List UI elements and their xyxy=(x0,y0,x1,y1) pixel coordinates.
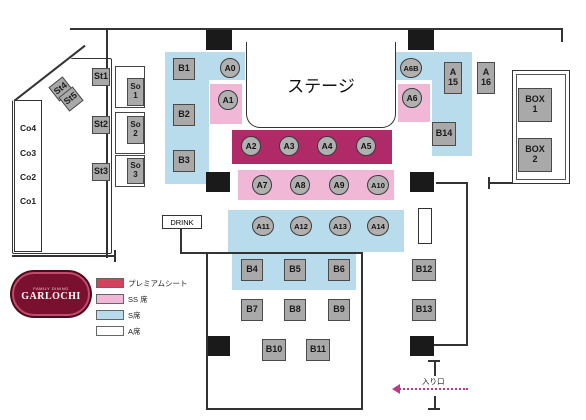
right-connector-tick xyxy=(488,177,490,189)
entrance-label: 入り口 xyxy=(422,377,445,386)
lower-area-top xyxy=(180,252,362,254)
seat-a12[interactable]: A12 xyxy=(290,216,312,236)
entrance-arrow xyxy=(396,388,468,390)
table-b7[interactable]: B7 xyxy=(241,299,263,321)
legend-label-a: A席 xyxy=(128,326,141,336)
garlochi-logo: FAMILY DINING GARLOCHI xyxy=(12,272,90,316)
standing-seat-st1[interactable]: St1 xyxy=(92,68,110,86)
seat-a13[interactable]: A13 xyxy=(329,216,351,236)
legend-item-ss: SS 席 xyxy=(96,292,206,306)
standing-seat-st2[interactable]: St2 xyxy=(92,116,110,134)
drink-label: DRINK xyxy=(170,217,194,227)
standing-seat-st3[interactable]: St3 xyxy=(92,163,110,181)
stage: ステージ xyxy=(246,42,396,128)
pillar-mid-left xyxy=(206,172,230,192)
legend: プレミアムシート SS 席 S席 A席 xyxy=(96,276,206,340)
right-wall xyxy=(561,28,563,42)
legend-item-s: S席 xyxy=(96,308,206,322)
right-horizontal-line xyxy=(436,182,468,184)
seat-a3[interactable]: A3 xyxy=(279,136,299,156)
seat-a6[interactable]: A6 xyxy=(402,88,422,108)
legend-swatch-a xyxy=(96,326,124,336)
seat-a2[interactable]: A2 xyxy=(241,136,261,156)
table-b3[interactable]: B3 xyxy=(173,150,195,172)
entrance-tick-top xyxy=(428,360,440,362)
legend-item-a: A席 xyxy=(96,324,206,338)
stage-label: ステージ xyxy=(287,77,355,96)
table-b11[interactable]: B11 xyxy=(306,339,330,361)
pillar-top-right xyxy=(408,30,434,50)
table-b13[interactable]: B13 xyxy=(412,299,436,321)
counter-seat-co3[interactable]: Co3 xyxy=(20,148,37,158)
table-b4[interactable]: B4 xyxy=(241,259,263,281)
seat-a1[interactable]: A1 xyxy=(218,90,238,110)
counter-bar xyxy=(14,100,42,252)
legend-swatch-premium xyxy=(96,278,124,288)
seat-a9[interactable]: A9 xyxy=(329,175,349,195)
bottom-left-line xyxy=(12,255,116,257)
table-b8[interactable]: B8 xyxy=(284,299,306,321)
top-wall xyxy=(70,28,562,30)
entrance-line-bottom xyxy=(434,396,436,410)
counter-seat-co1[interactable]: Co1 xyxy=(20,196,37,206)
legend-swatch-ss xyxy=(96,294,124,304)
table-b10[interactable]: B10 xyxy=(262,339,286,361)
entrance-tick-bottom xyxy=(428,408,440,410)
table-b1[interactable]: B1 xyxy=(173,58,195,80)
bottom-right-line xyxy=(434,344,468,346)
seat-a11[interactable]: A11 xyxy=(252,216,274,236)
seat-a8[interactable]: A8 xyxy=(290,175,310,195)
counter-seat-co4[interactable]: Co4 xyxy=(20,123,37,133)
table-b5[interactable]: B5 xyxy=(284,259,306,281)
legend-swatch-s xyxy=(96,310,124,320)
seat-a10[interactable]: A10 xyxy=(367,175,389,195)
counter-seat-co2[interactable]: Co2 xyxy=(20,172,37,182)
logo-name: GARLOCHI xyxy=(21,291,81,302)
drink-counter: DRINK xyxy=(162,215,202,229)
left-wall-line xyxy=(106,28,108,258)
lower-area-left xyxy=(206,252,208,410)
legend-label-premium: プレミアムシート xyxy=(128,278,188,288)
table-b14[interactable]: B14 xyxy=(432,122,456,146)
seat-a5[interactable]: A5 xyxy=(356,136,376,156)
table-b9[interactable]: B9 xyxy=(328,299,350,321)
logo-top-text: FAMILY DINING xyxy=(33,286,69,291)
right-vertical-line xyxy=(466,182,468,346)
seat-a4[interactable]: A4 xyxy=(317,136,337,156)
lower-area-right xyxy=(361,252,363,410)
pillar-bottom-left xyxy=(206,336,230,356)
table-b12[interactable]: B12 xyxy=(412,259,436,281)
pillar-mid-right xyxy=(410,172,434,192)
legend-label-s: S席 xyxy=(128,310,141,320)
entrance-arrow-head xyxy=(392,384,400,394)
drink-line xyxy=(180,228,182,252)
seat-a14[interactable]: A14 xyxy=(367,216,389,236)
service-station xyxy=(418,208,432,244)
legend-item-premium: プレミアムシート xyxy=(96,276,206,290)
legend-label-ss: SS 席 xyxy=(128,294,148,304)
table-b2[interactable]: B2 xyxy=(173,104,195,126)
lower-area-bottom xyxy=(206,408,362,410)
seat-a6b[interactable]: A6B xyxy=(400,58,422,78)
pillar-top-left xyxy=(206,30,232,50)
table-b6[interactable]: B6 xyxy=(328,259,350,281)
bottom-left-tick xyxy=(114,250,116,262)
seat-a0[interactable]: A0 xyxy=(220,58,240,78)
seat-a7[interactable]: A7 xyxy=(252,175,272,195)
entrance-line-top xyxy=(434,360,436,376)
pillar-bottom-right xyxy=(410,336,434,356)
